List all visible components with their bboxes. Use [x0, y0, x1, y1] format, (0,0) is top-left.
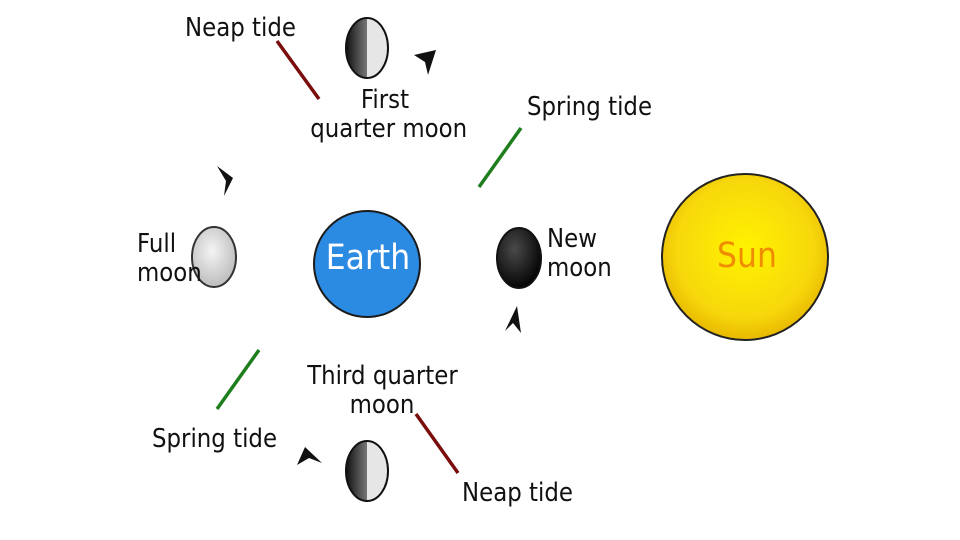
sun-label: Sun: [705, 236, 790, 276]
full-moon-label: Full moon: [137, 230, 202, 288]
third-quarter-moon-label: Third quarter moon: [307, 362, 457, 420]
third-quarter-moon: [346, 441, 388, 501]
orbit-arrow-icon: [297, 447, 322, 465]
earth-label: Earth: [321, 238, 415, 278]
orbit-arrow-icon: [505, 306, 521, 333]
spring-tide-line-bottom: [217, 350, 259, 409]
full-moon-line-2: moon: [137, 259, 202, 288]
third-quarter-line-1: Third quarter: [307, 362, 457, 391]
first-quarter-line-1: First: [310, 86, 460, 115]
orbit-arrow-icon: [217, 166, 233, 196]
third-quarter-line-2: moon: [307, 391, 457, 420]
full-moon-line-1: Full: [137, 230, 202, 259]
neap-tide-label-bottom: Neap tide: [462, 479, 573, 508]
new-moon-label: New moon: [547, 225, 612, 283]
first-quarter-line-2: quarter moon: [310, 115, 460, 144]
new-moon-line-2: moon: [547, 254, 612, 283]
first-quarter-moon-label: First quarter moon: [310, 86, 460, 144]
neap-tide-line-bottom: [416, 414, 458, 473]
new-moon-line-1: New: [547, 225, 612, 254]
spring-tide-label-bottom: Spring tide: [152, 425, 277, 454]
new-moon: [497, 228, 541, 288]
neap-tide-label-top: Neap tide: [185, 14, 296, 43]
spring-tide-line-top: [479, 128, 521, 187]
first-quarter-moon: [346, 18, 388, 78]
orbit-arrow-icon: [414, 50, 436, 75]
spring-tide-label-top: Spring tide: [527, 93, 652, 122]
